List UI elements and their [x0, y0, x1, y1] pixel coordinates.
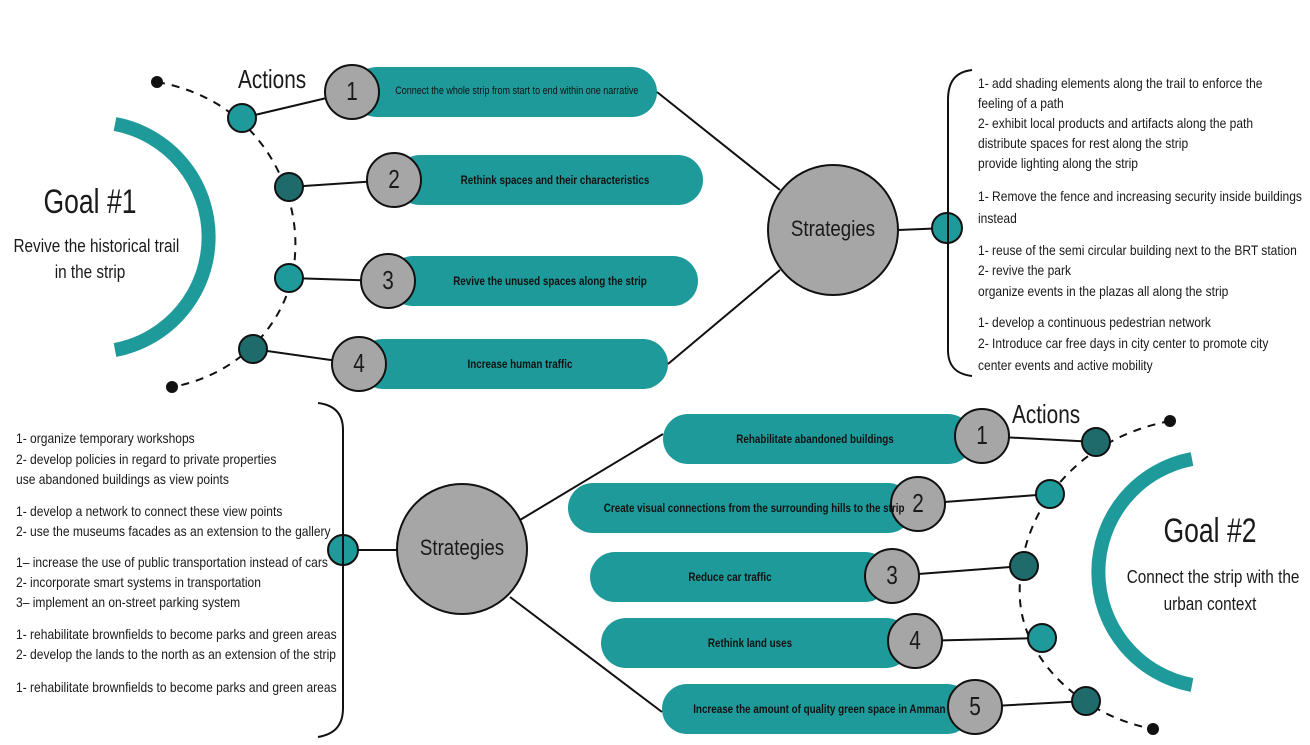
goal1-subtitle-line1: Revive the historical trail — [13, 236, 180, 256]
goal2-action-label-3: Reduce car traffic — [688, 570, 772, 584]
goal1-action-pill-1 — [352, 67, 657, 117]
goal1-action-label-4: Increase human traffic — [467, 357, 573, 371]
goal1-strategy-line: 1- develop a continuous pedestrian netwo… — [978, 314, 1211, 330]
goal2-action-pill-2 — [568, 483, 913, 533]
goal2-strategy-line: 2- use the museums facades as an extensi… — [16, 523, 331, 539]
goal1-strategy-line: 2- Introduce car free days in city cente… — [978, 335, 1269, 351]
goal2-strategies-bracket — [317, 402, 344, 738]
goal1-strategy-line: 1- Remove the fence and increasing secur… — [978, 188, 1302, 204]
goal1-node-4 — [238, 334, 268, 364]
goal2-num-3: 3 — [886, 560, 898, 590]
goal1-action-label-2: Rethink spaces and their characteristics — [460, 173, 650, 187]
goal2-node-2 — [1035, 479, 1065, 509]
goal1-num-circle-4 — [331, 336, 387, 392]
goal1-strategy-line: provide lighting along the strip — [978, 155, 1138, 171]
goal2-num-4: 4 — [909, 625, 921, 655]
goal1-strategies-label: Strategies — [790, 216, 876, 241]
goal2-node-1 — [1081, 427, 1111, 457]
goal1-action-pill-2 — [395, 155, 703, 205]
goal1-strategy-line: 2- exhibit local products and artifacts … — [978, 115, 1254, 131]
goal1-node-2 — [274, 172, 304, 202]
goal1-strategies-circle — [767, 164, 899, 296]
goal2-strategy-line: 1- develop a network to connect these vi… — [16, 503, 283, 519]
goal2-num-circle-4 — [887, 613, 943, 669]
goal1-num-3: 3 — [382, 265, 394, 295]
goal1-title: Goal #1 — [43, 183, 137, 221]
goal2-strategy-line: use abandoned buildings as view points — [16, 471, 229, 487]
goal1-node-1 — [227, 103, 257, 133]
goal1-strategy-line: feeling of a path — [978, 95, 1064, 111]
goal1-node-3 — [274, 263, 304, 293]
goal2-strategy-line: 2- develop policies in regard to private… — [16, 451, 277, 467]
goal2-subtitle-line2: urban context — [1163, 594, 1257, 614]
goal2-strategy-line: 3– implement an on-street parking system — [16, 594, 241, 610]
goal1-action-label-1: Connect the whole strip from start to en… — [395, 85, 639, 97]
goal1-strategies-bracket — [947, 69, 973, 377]
goal1-strategy-line: 1- reuse of the semi circular building n… — [978, 242, 1297, 258]
goal1-arc-end-dot — [166, 381, 178, 393]
goal1-arc — [113, 117, 216, 357]
goal2-arc — [1091, 452, 1194, 692]
goal1-subtitle-line2: in the strip — [54, 262, 126, 282]
goal1-num-1: 1 — [346, 76, 358, 106]
goal1-arc-start-dot — [151, 76, 163, 88]
goal1-num-circle-1 — [324, 64, 380, 120]
goal1-strategy-line: organize events in the plazas all along … — [978, 283, 1229, 299]
goal2-subtitle-line1: Connect the strip with the — [1126, 567, 1300, 587]
goal1-strategy-line: instead — [978, 210, 1017, 226]
goal2-arc-start-dot — [1164, 415, 1176, 427]
goal2-action-label-2: Create visual connections from the surro… — [603, 501, 905, 515]
goal2-strategies-circle — [396, 483, 528, 615]
goal1-strategy-line: 2- revive the park — [978, 262, 1072, 278]
goal1-num-circle-2 — [366, 152, 422, 208]
goal1-strategy-line: distribute spaces for rest along the str… — [978, 135, 1189, 151]
goal1-strategy-line: center events and active mobility — [978, 357, 1153, 373]
goal2-strategy-line: 1– increase the use of public transporta… — [16, 554, 328, 570]
goal2-action-pill-3 — [590, 552, 890, 602]
goal2-node-3 — [1009, 551, 1039, 581]
goal2-action-pill-1 — [663, 414, 973, 464]
goal2-node-4 — [1027, 623, 1057, 653]
goal2-num-circle-5 — [947, 679, 1003, 735]
goal2-strategy-line: 1- organize temporary workshops — [16, 430, 195, 446]
goal2-action-label-5: Increase the amount of quality green spa… — [693, 702, 946, 716]
goal2-arc-end-dot — [1147, 723, 1159, 735]
goal2-action-label-4: Rethink land uses — [707, 636, 793, 650]
goal2-strategy-line: 1- rehabilitate brownfields to become pa… — [16, 679, 337, 695]
goal1-action-pill-3 — [388, 256, 698, 306]
goal2-strategies-label: Strategies — [419, 535, 505, 560]
goal1-action-label-3: Revive the unused spaces along the strip — [453, 274, 647, 288]
goal2-strategy-line: 2- incorporate smart systems in transpor… — [16, 574, 261, 590]
goal2-num-circle-3 — [864, 548, 920, 604]
goal1-num-circle-3 — [360, 253, 416, 309]
goal2-title: Goal #2 — [1163, 512, 1257, 550]
goal2-num-1: 1 — [976, 420, 988, 450]
goal1-num-4: 4 — [353, 348, 365, 378]
goal1-strategy-line: 1- add shading elements along the trail … — [978, 75, 1263, 91]
goal1-actions-label: Actions — [238, 64, 307, 94]
goal2-action-pill-5 — [662, 684, 972, 734]
goal2-num-5: 5 — [969, 691, 981, 721]
goal2-num-2: 2 — [912, 488, 924, 518]
goal1-num-2: 2 — [388, 164, 400, 194]
goal2-actions-label: Actions — [1012, 399, 1081, 429]
goal2-action-pill-4 — [601, 618, 911, 668]
goal1-action-pill-4 — [358, 339, 668, 389]
goal2-action-label-1: Rehabilitate abandoned buildings — [736, 432, 894, 446]
goal1-dashed-arc — [156, 81, 297, 388]
goal2-num-circle-1 — [954, 408, 1010, 464]
goal2-strategy-line: 2- develop the lands to the north as an … — [16, 646, 336, 662]
goal2-strategy-line: 1- rehabilitate brownfields to become pa… — [16, 626, 337, 642]
goal2-num-circle-2 — [890, 476, 946, 532]
goal2-node-5 — [1071, 686, 1101, 716]
